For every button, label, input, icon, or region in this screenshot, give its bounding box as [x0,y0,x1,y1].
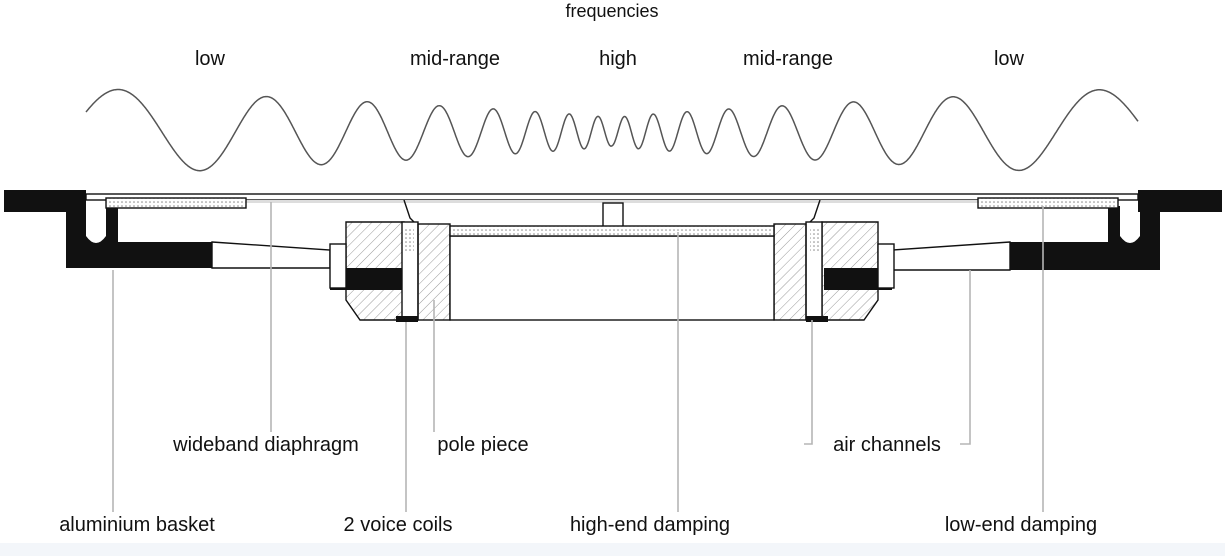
aluminium-basket-flange-left [4,190,86,212]
voice-coil-base-right [806,316,828,322]
leader-lines [112,202,1044,512]
speaker-assembly [4,190,1222,322]
pole-piece-right [773,223,807,321]
label-low-end-damping: low-end damping [945,514,1097,536]
label-voice-coils: 2 voice coils [344,514,453,536]
magnet-ring-right [877,243,895,289]
label-air-channels: air channels [833,434,941,456]
aluminium-basket-right [1010,200,1160,270]
aluminium-basket-left [66,200,212,268]
band-label-low-left: low [195,48,226,70]
frequency-waveform [85,88,1139,172]
voice-coil-winding-left [404,228,414,252]
leader-air-channels [804,270,971,445]
diaphragm-centre-plate [240,200,980,203]
band-label-mid-right: mid-range [743,48,833,70]
band-label-high: high [599,48,637,70]
magnet-slab-right [824,268,892,290]
low-end-damping-left [105,197,247,209]
bottom-strip [0,543,1225,556]
dome-stem [602,202,624,228]
suspension-left [403,199,415,223]
band-label-mid-left: mid-range [410,48,500,70]
central-cavity [449,235,775,321]
voice-coil-winding-right [810,228,820,252]
label-high-end-damping: high-end damping [570,514,730,536]
label-pole-piece: pole piece [437,434,528,456]
suspension-right [809,199,821,223]
frequencies-title: frequencies [565,1,658,21]
basket-arm-right [891,241,1011,271]
label-wideband-diaphragm: wideband diaphragm [172,434,359,456]
magnet-ring-left [329,243,347,289]
voice-coil-base-left [396,316,418,322]
high-end-damping [449,225,775,237]
magnet-slab-left [330,268,402,290]
low-end-damping-right [977,197,1119,209]
band-label-low-right: low [994,48,1025,70]
label-aluminium-basket: aluminium basket [59,514,215,536]
